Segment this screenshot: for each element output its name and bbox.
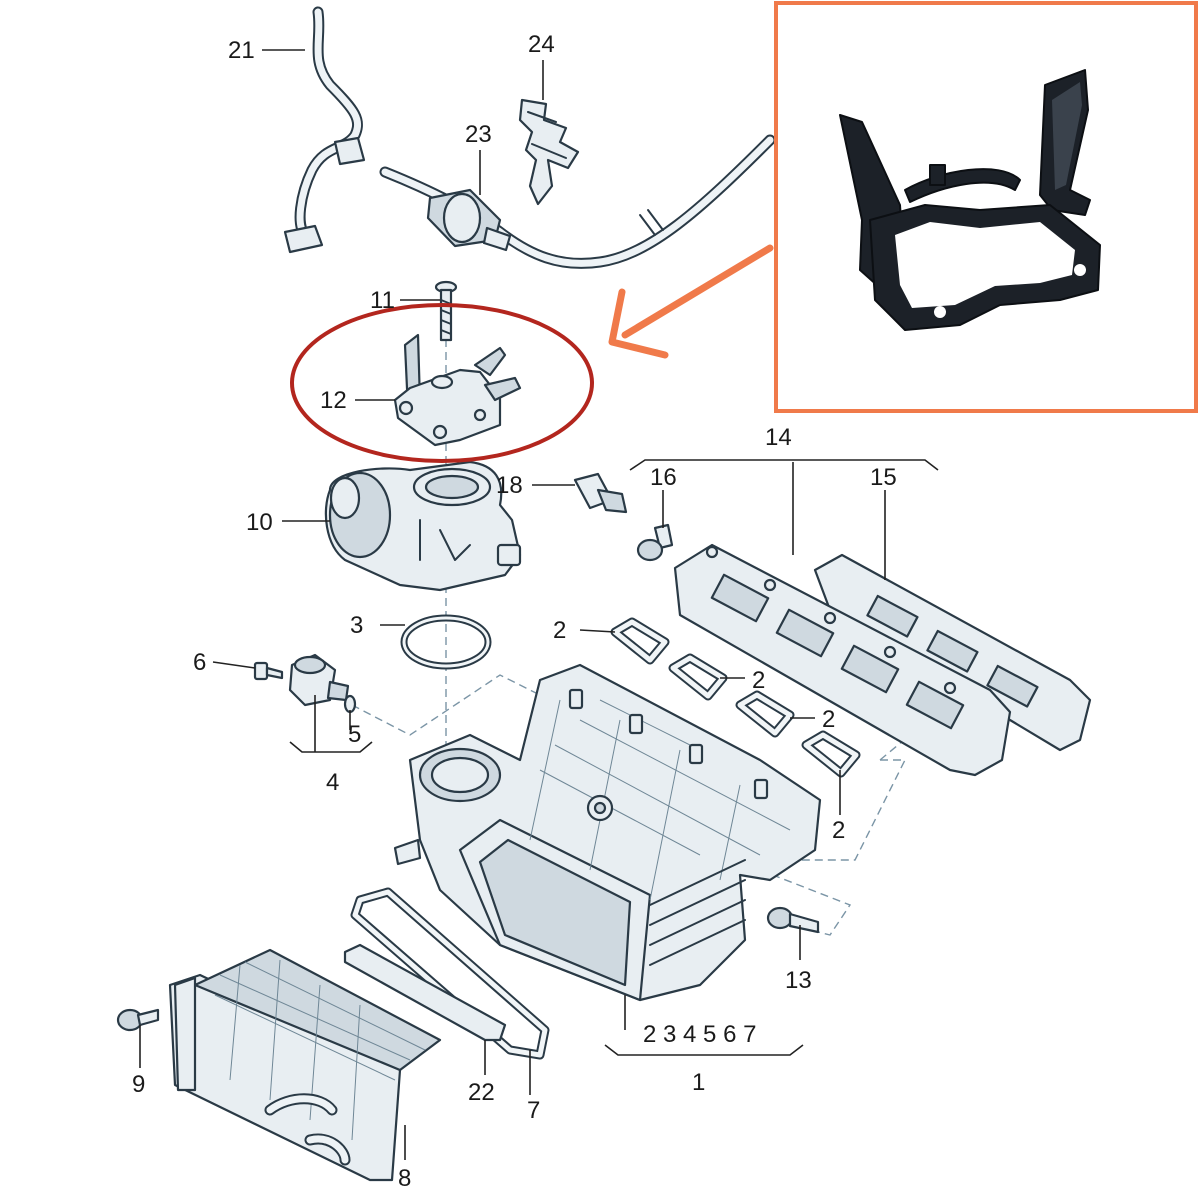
manifold-flange-14: [673, 543, 1012, 777]
callout-15: 15: [870, 464, 897, 491]
bracket-12-drawing: [393, 333, 522, 447]
bracket-photo: [839, 69, 1101, 331]
callout-14: 14: [765, 424, 792, 451]
callout-16: 16: [650, 464, 677, 491]
hose-clip: [518, 98, 580, 206]
callout-5: 5: [348, 721, 361, 748]
highlight-ellipse: [290, 303, 594, 463]
callout-21: 21: [228, 37, 255, 64]
callout-8: 8: [398, 1165, 411, 1192]
leader-lines: [139, 49, 939, 1160]
sensor-18: [573, 472, 628, 514]
bolt-13: [766, 906, 820, 934]
callout-7: 7: [527, 1097, 540, 1124]
pointer-arrow: [608, 244, 774, 359]
bolt-11: [434, 280, 458, 342]
inline-filter: [426, 188, 512, 252]
callout-11: 11: [370, 287, 395, 314]
intercooler-8: [168, 948, 442, 1182]
inset-photo: [774, 1, 1198, 413]
o-ring-3: [400, 614, 492, 670]
bolt-6: [253, 661, 284, 681]
bolt-9: [116, 1008, 160, 1032]
sensor-16: [636, 523, 674, 562]
throttle-body-10: [324, 460, 522, 592]
callout-2d: 2: [832, 817, 845, 844]
callout-1: 1: [692, 1069, 705, 1096]
callout-labels: 21 24 23 11 12 14 18 16 15 10 3 2 6 2 2 …: [132, 31, 897, 1192]
callout-18: 18: [496, 472, 523, 499]
callout-3: 3: [350, 612, 363, 639]
map-sensor-4: [288, 653, 357, 714]
intake-housing: [393, 663, 822, 1002]
callout-2b: 2: [752, 667, 765, 694]
callout-9: 9: [132, 1071, 145, 1098]
callout-22: 22: [468, 1079, 495, 1106]
seal-strip-22: [343, 943, 507, 1042]
callout-2c: 2: [822, 706, 835, 733]
callout-24: 24: [528, 31, 555, 58]
callout-2a: 2: [553, 617, 566, 644]
callout-12: 12: [320, 387, 347, 414]
callout-23: 23: [465, 121, 492, 148]
callout-4: 4: [326, 769, 339, 796]
callout-6: 6: [193, 649, 206, 676]
callout-10: 10: [246, 509, 273, 536]
callout-13: 13: [785, 967, 812, 994]
callout-1-sub: 2 3 4 5 6 7: [643, 1021, 756, 1048]
cooler-gasket-7: [350, 887, 550, 1060]
